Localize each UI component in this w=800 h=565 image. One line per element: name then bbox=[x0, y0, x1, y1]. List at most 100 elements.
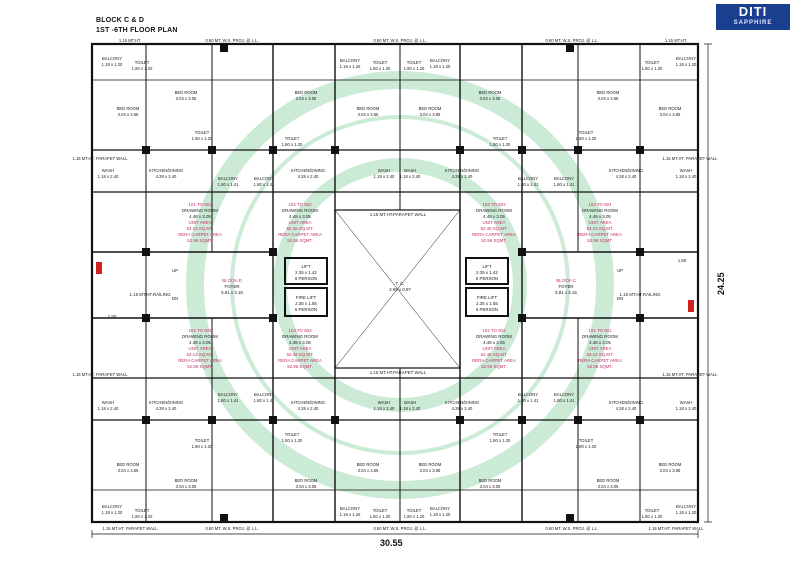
room-size: 3.04 x 3.65 bbox=[420, 468, 441, 473]
room-size: 3.04 x 3.05 bbox=[176, 484, 197, 489]
lift-left-size: 2.35 x 1.42 bbox=[295, 270, 317, 275]
room-size: 1.18 x 1.20 bbox=[430, 512, 451, 517]
unit-area-label: UNIT AREA bbox=[188, 346, 211, 351]
unit-area-label: UNIT AREA bbox=[588, 220, 611, 225]
room-size: 1.18 x 1.20 bbox=[430, 64, 451, 69]
unit-room: DRAWING ROOM bbox=[476, 334, 512, 339]
room-size: 1.80 x 1.20 bbox=[642, 66, 663, 71]
unit-area: 63.13 SQ.MT. bbox=[587, 226, 614, 231]
fire-lift-left-size: 2.35 x 1.55 bbox=[295, 301, 317, 306]
room-size: 1.18 x 1.20 bbox=[102, 510, 123, 515]
unit-rera-label: RERA CARPET AREA bbox=[178, 232, 222, 237]
room-name: TOILET bbox=[579, 130, 594, 135]
unit-room: DRAWING ROOM bbox=[476, 208, 512, 213]
room-name: BED ROOM bbox=[597, 90, 620, 95]
unit-area-label: UNIT AREA bbox=[288, 346, 311, 351]
room-size: 1.80 x 1.41 bbox=[218, 398, 239, 403]
room-name: BALCONY bbox=[676, 56, 696, 61]
room-name: TOILET bbox=[373, 508, 388, 513]
unit-room-size: 4.48 x 3.05 bbox=[483, 214, 505, 219]
railing-left: 1.15 MT.HT.RAILING bbox=[130, 292, 172, 297]
dim-150-right: 1.50 bbox=[678, 258, 687, 263]
room-size: 1.80 x 1.20 bbox=[192, 444, 213, 449]
room-size: 3.04 x 3.65 bbox=[660, 112, 681, 117]
room-size: 4.28 x 2.40 bbox=[156, 174, 177, 179]
unit-area: 62.46 SQ.MT. bbox=[287, 226, 314, 231]
room-name: KITCHEN/DINING bbox=[291, 400, 325, 405]
door-markers bbox=[96, 262, 694, 312]
unit-area: 62.46 SQ.MT. bbox=[287, 352, 314, 357]
room-size: 1.80 x 1.41 bbox=[554, 182, 575, 187]
unit-area: 63.13 SQ.MT. bbox=[187, 352, 214, 357]
floor-plan-title: 1ST -6TH FLOOR PLAN bbox=[96, 27, 178, 34]
tc-size: 3.99 x 0.97 bbox=[389, 287, 411, 292]
foyer-right-size: 5.81 x 3.15 bbox=[555, 290, 577, 295]
room-size: 1.80 x 1.20 bbox=[490, 438, 511, 443]
unit-rera: 52.96 SQMT. bbox=[481, 364, 507, 369]
dimension-lines bbox=[91, 43, 712, 538]
room-size: 1.18 x 1.20 bbox=[102, 62, 123, 67]
unit-room-size: 4.48 x 3.05 bbox=[189, 214, 211, 219]
room-size: 1.80 x 1.20 bbox=[282, 438, 303, 443]
room-size: 1.80 x 1.20 bbox=[282, 142, 303, 147]
parapet-note: 1.15 MT.HT. PARAPET WALL bbox=[72, 156, 128, 161]
room-name: TOILET bbox=[493, 136, 508, 141]
room-size: 3.04 x 3.65 bbox=[118, 112, 139, 117]
unit-id: 102 TO 602 bbox=[288, 202, 312, 207]
room-size: 3.04 x 3.65 bbox=[358, 112, 379, 117]
lift-right-cap: 6 PERSON bbox=[476, 276, 498, 281]
unit-rera-label: RERA CARPET AREA bbox=[278, 232, 322, 237]
room-name: KITCHEN/DINING bbox=[445, 400, 479, 405]
stair-dn-right: DN bbox=[617, 296, 623, 301]
room-name: WASH bbox=[680, 168, 692, 173]
room-size: 3.04 x 3.05 bbox=[480, 96, 501, 101]
unit-id: 104 TO 604 bbox=[588, 202, 612, 207]
room-size: 1.80 x 1.20 bbox=[576, 444, 597, 449]
room-size: 1.80 x 1.20 bbox=[132, 514, 153, 519]
room-size: 1.80 x 1.20 bbox=[370, 514, 391, 519]
unit-room: DRAWING ROOM bbox=[282, 334, 318, 339]
room-name: TOILET bbox=[645, 60, 660, 65]
unit-rera-label: RERA CARPET AREA bbox=[178, 358, 222, 363]
lift-right-label: LIFT bbox=[482, 264, 491, 269]
room-size: 3.04 x 3.65 bbox=[420, 112, 441, 117]
unit-room-size: 4.48 x 3.05 bbox=[483, 340, 505, 345]
room-size: 4.28 x 2.40 bbox=[616, 174, 637, 179]
room-size: 1.80 x 1.41 bbox=[518, 398, 539, 403]
unit-rera: 52.96 SQMT. bbox=[287, 364, 313, 369]
room-name: KITCHEN/DINING bbox=[149, 168, 183, 173]
unit-area: 62.46 SQ.MT. bbox=[481, 226, 508, 231]
room-name: KITCHEN/DINING bbox=[609, 168, 643, 173]
room-name: KITCHEN/DINING bbox=[149, 400, 183, 405]
unit-area: 63.13 SQ.MT. bbox=[587, 352, 614, 357]
unit-rera-label: RERA CARPET AREA bbox=[472, 358, 516, 363]
tc-label: T. C. bbox=[395, 281, 404, 286]
room-name: BED ROOM bbox=[659, 106, 682, 111]
room-size: 1.80 x 1.41 bbox=[254, 398, 275, 403]
room-size: 1.18 x 2.40 bbox=[98, 406, 119, 411]
room-size: 1.80 x 1.20 bbox=[192, 136, 213, 141]
overall-height-dim: 24.25 bbox=[716, 272, 726, 295]
unit-area-label: UNIT AREA bbox=[482, 346, 505, 351]
parapet-note: 1.15 MT.HT. PARAPET WALL bbox=[72, 372, 128, 377]
room-name: KITCHEN/DINING bbox=[291, 168, 325, 173]
unit-room-size: 4.48 x 3.05 bbox=[289, 214, 311, 219]
room-name: BED ROOM bbox=[479, 478, 502, 483]
unit-area: 62.46 SQ.MT. bbox=[481, 352, 508, 357]
brand-logo: DITI SAPPHIRE bbox=[716, 4, 790, 30]
unit-rera-label: RERA CARPET AREA bbox=[278, 358, 322, 363]
room-name: BED ROOM bbox=[117, 106, 140, 111]
room-name: KITCHEN/DINING bbox=[609, 400, 643, 405]
room-name: TOILET bbox=[373, 60, 388, 65]
room-name: WASH bbox=[404, 400, 416, 405]
unit-rera: 52.96 SQMT. bbox=[587, 364, 613, 369]
room-name: BALCONY bbox=[676, 504, 696, 509]
unit-area: 63.13 SQ.MT. bbox=[187, 226, 214, 231]
room-name: BED ROOM bbox=[175, 90, 198, 95]
foyer-right-name: FOYER bbox=[558, 284, 573, 289]
unit-rera-label: RERA CARPET AREA bbox=[578, 358, 622, 363]
room-size: 1.80 x 1.41 bbox=[554, 398, 575, 403]
room-size: 4.28 x 2.40 bbox=[452, 406, 473, 411]
room-name: BED ROOM bbox=[295, 90, 318, 95]
